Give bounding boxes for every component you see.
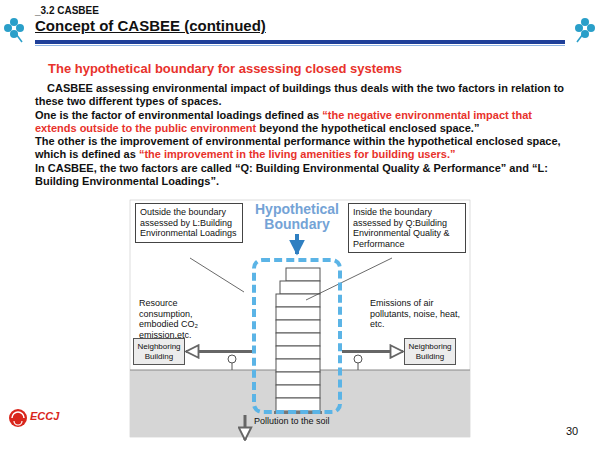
tree [354,355,362,370]
loading-note: Resource consumption, embodied CO₂ emiss… [139,298,231,340]
body-sentence: One is the factor of environmental loadi… [35,109,319,121]
body-sentence: beyond the hypothetical enclosed space.” [259,122,479,134]
body-text: CASBEE assessing environmental impact of… [35,82,567,188]
soil-arrow [244,415,247,440]
building-floor [276,320,320,333]
header-rule [35,40,565,44]
header-rule [35,45,565,46]
building-floor [276,372,320,385]
callout-box: Outside the boundary assessed by L:Build… [135,203,243,243]
building-floor [276,385,320,398]
page-number: 30 [566,425,578,437]
ground [130,370,470,437]
building-floor [276,307,320,320]
tree [228,355,236,370]
node-text: Neighboring Building [137,342,181,361]
paragraph: In CASBEE, the two factors are called “Q… [35,162,567,189]
section-number: _3.2 CASBEE [35,5,99,16]
diagram-sky [130,200,470,437]
clover-ornament [4,18,24,42]
leader-line [190,258,244,292]
node-text: Outside the boundary assessed by L:Build… [140,207,238,239]
leader-line [306,258,392,300]
building-floor [276,359,320,372]
building-floor [276,398,320,411]
callout-box: Inside the boundary assessed by Q:Buildi… [348,203,466,253]
paragraph: The other is the improvement of environm… [35,135,567,162]
hypothetical-boundary: Hypothetical Boundary [252,258,342,414]
outflow-arrow [342,350,403,353]
soil-note: Pollution to the soil [254,416,330,426]
emission-note: Emissions of air pollutants, noise, heat… [370,298,466,330]
slide-title: Concept of CASBEE (continued) [35,17,266,34]
building-floor [276,333,320,346]
building-floor [280,281,320,294]
eccj-logo [9,409,27,427]
subtitle: The hypothetical boundary for assessing … [48,61,402,76]
pointer-arrow [295,234,299,254]
building-floor [286,268,320,281]
logo-text: ECCJ [30,410,59,422]
building-illustration [274,268,322,414]
neighbor-building: Neighboring Building [404,338,456,365]
body-sentence: In CASBEE, the two factors are called “Q… [35,162,548,187]
outflow-arrow [186,350,252,353]
clover-ornament [575,18,595,42]
body-sentence: CASBEE assessing environmental impact of… [35,82,564,107]
boundary-heading: Hypothetical Boundary [248,202,346,232]
paragraph: CASBEE assessing environmental impact of… [35,82,567,109]
node-text: Neighboring Building [408,342,452,361]
building-floor [276,346,320,359]
neighbor-building: Neighboring Building [133,338,185,365]
paragraph: One is the factor of environmental loadi… [35,109,567,136]
highlight-text: “the improvement in the living amenities… [139,148,456,160]
node-text: Inside the boundary assessed by Q:Buildi… [353,207,461,249]
